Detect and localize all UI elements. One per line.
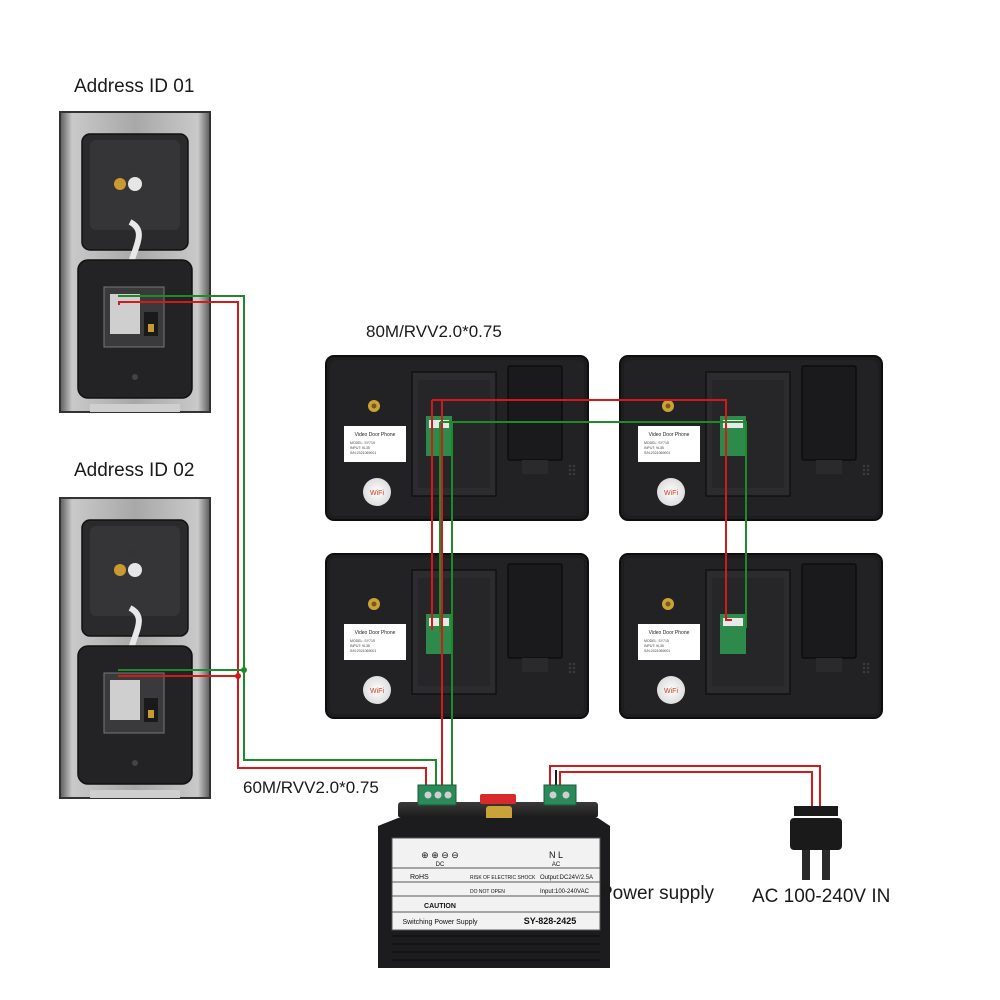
outdoor-unit-01: CE: [60, 112, 210, 412]
outdoor-unit-02: CE: [60, 498, 210, 798]
psu-ac-label: AC: [552, 862, 561, 868]
monitor-top-right: Video Door Phone MODEL: SY715 INPUT: 9L3…: [619, 355, 883, 521]
wire-red-monitors: [431, 399, 732, 790]
cable-label-outdoor: 60M/RVV2.0*0.75: [243, 778, 379, 797]
wifi-icon: WiFi: [370, 688, 384, 695]
psu-model: SY-828-2425: [524, 916, 577, 926]
wire-junction: [241, 667, 247, 673]
power-supply-label: Power supply: [600, 883, 715, 904]
power-supply-unit: ⊕ ⊕ ⊖ ⊖ DC N L AC RoHS RISK OF ELECTRIC …: [378, 784, 610, 968]
monitor-sticker-input: INPUT: 9L35: [350, 644, 370, 648]
address-label-02: Address ID 02: [74, 460, 195, 481]
ce-mark: CE: [129, 549, 140, 558]
monitor-sticker-serial: S/N:2021069001: [350, 451, 376, 455]
psu-warning-1: RISK OF ELECTRIC SHOCK: [470, 875, 536, 881]
psu-caution: CAUTION: [424, 903, 456, 910]
monitor-sticker-title: Video Door Phone: [649, 432, 690, 438]
cable-label-monitors: 80M/RVV2.0*0.75: [366, 322, 502, 341]
wifi-icon: WiFi: [370, 490, 384, 497]
psu-type: Switching Power Supply: [402, 919, 478, 926]
wire-junction: [235, 673, 241, 679]
ac-input-label: AC 100-240V IN: [752, 886, 891, 907]
address-label-01: Address ID 01: [74, 76, 195, 97]
wifi-icon: WiFi: [664, 490, 678, 497]
monitor-sticker-input: INPUT: 9L35: [644, 446, 664, 450]
wire-green-outdoor: [118, 295, 437, 790]
wire-ac: [549, 765, 821, 808]
psu-dc-label: DC: [436, 862, 445, 868]
monitor-sticker-title: Video Door Phone: [649, 630, 690, 636]
monitor-bottom-right: Video Door Phone MODEL: SY715 INPUT: 9L3…: [619, 553, 883, 719]
wire-red-outdoor: [118, 301, 427, 790]
wire-green-monitors: [439, 421, 747, 790]
monitor-sticker-title: Video Door Phone: [355, 432, 396, 438]
monitor-sticker-model: MODEL: SY715: [350, 441, 375, 445]
psu-output: Output:DC24V/2.5A: [540, 875, 593, 881]
monitor-sticker-model: MODEL: SY715: [644, 441, 669, 445]
psu-dc-symbols: ⊕ ⊕ ⊖ ⊖: [421, 850, 459, 860]
monitor-sticker-serial: S/N:2021069001: [644, 451, 670, 455]
monitor-top-left: Video Door Phone MODEL: SY715 INPUT: 9L3…: [325, 355, 589, 521]
wifi-icon: WiFi: [664, 688, 678, 695]
psu-warning-2: DO NOT OPEN: [470, 889, 505, 895]
psu-input: Input:100-240VAC: [540, 889, 590, 895]
psu-rohs: RoHS: [410, 874, 429, 881]
monitor-sticker-serial: S/N:2021069001: [644, 649, 670, 653]
monitor-sticker-model: MODEL: SY715: [644, 639, 669, 643]
psu-ac-symbols: N L: [549, 850, 563, 860]
monitor-sticker-serial: S/N:2021069001: [350, 649, 376, 653]
monitor-sticker-input: INPUT: 9L35: [644, 644, 664, 648]
plug-icon: [790, 806, 842, 880]
monitor-sticker-title: Video Door Phone: [355, 630, 396, 636]
monitor-bottom-left: Video Door Phone MODEL: SY715 INPUT: 9L3…: [325, 553, 589, 719]
monitor-sticker-model: MODEL: SY715: [350, 639, 375, 643]
ce-mark: CE: [129, 163, 140, 172]
monitor-sticker-input: INPUT: 9L35: [350, 446, 370, 450]
